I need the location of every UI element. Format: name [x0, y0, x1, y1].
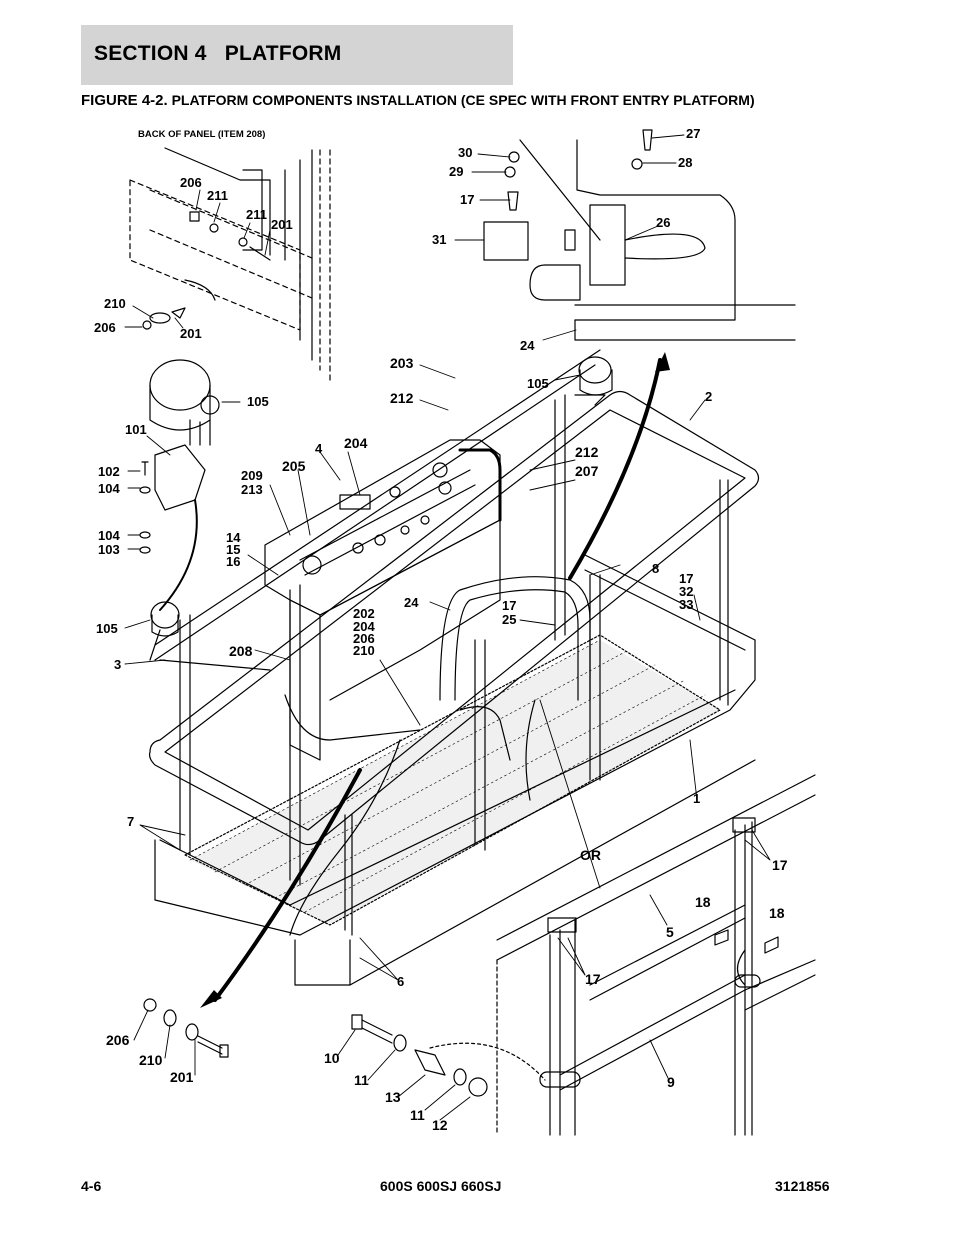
callout-10: 10 [324, 1050, 340, 1066]
joystick-detail [483, 129, 796, 341]
figure-number: FIGURE 4-2. [81, 92, 168, 109]
callout-11: 11 [410, 1107, 425, 1123]
callout-30: 30 [458, 145, 472, 160]
callout-6: 6 [397, 974, 404, 989]
callout-210: 210 [104, 296, 126, 311]
callout-201: 201 [180, 326, 202, 341]
section-title: SECTION 4 PLATFORM [94, 42, 342, 65]
callout-18: 18 [695, 894, 711, 910]
callout-201: 201 [271, 217, 293, 232]
callout-24: 24 [520, 338, 535, 353]
callout-206: 206 [353, 631, 375, 646]
figure-caption: FIGURE 4-2. PLATFORM COMPONENTS INSTALLA… [81, 92, 755, 109]
callout-210: 210 [139, 1052, 163, 1068]
callout-206: 206 [180, 175, 202, 190]
callout-7: 7 [127, 814, 134, 829]
beacon-right [574, 356, 613, 406]
callout-31: 31 [432, 232, 446, 247]
callout-3: 3 [114, 657, 121, 672]
callout-5: 5 [666, 924, 674, 940]
model-numbers: 600S 600SJ 660SJ [380, 1178, 502, 1194]
gate-detail [496, 774, 816, 1136]
callout-27: 27 [686, 126, 700, 141]
callout-32: 32 [679, 584, 693, 599]
arrow-beacon [159, 499, 198, 611]
beacon-bottom-left [150, 601, 180, 637]
callout-204: 204 [344, 435, 368, 451]
callout-104: 104 [98, 481, 120, 496]
callout-103: 103 [98, 542, 120, 557]
callout-29: 29 [449, 164, 463, 179]
callout-102: 102 [98, 464, 120, 479]
document-number: 3121856 [775, 1178, 830, 1194]
hardware-gate-pin [351, 1014, 546, 1097]
callout-17: 17 [585, 971, 601, 987]
callout-210: 210 [353, 643, 375, 658]
callout-203: 203 [390, 355, 414, 371]
callout-105: 105 [247, 394, 269, 409]
callout-17: 17 [502, 598, 516, 613]
callout-12: 12 [432, 1117, 448, 1133]
leader-lines [124, 134, 771, 1121]
section-header: SECTION 4 PLATFORM [81, 25, 513, 85]
page-number: 4-6 [81, 1178, 102, 1194]
panel-back-detail [129, 147, 331, 381]
panel-back-label: BACK OF PANEL (ITEM 208) [138, 129, 265, 140]
callout-24: 24 [404, 595, 419, 610]
callout-208: 208 [229, 643, 253, 659]
callout-13: 13 [385, 1089, 401, 1105]
callout-16: 16 [226, 554, 240, 569]
callout-17: 17 [460, 192, 474, 207]
hardware-bottom-left [143, 998, 229, 1058]
callout-213: 213 [241, 482, 263, 497]
or-label: OR [580, 847, 601, 863]
callout-17: 17 [679, 571, 693, 586]
callout-28: 28 [678, 155, 692, 170]
callout-212: 212 [575, 444, 599, 460]
callout-18: 18 [769, 905, 785, 921]
callout-1: 1 [693, 791, 700, 806]
callout-105: 105 [96, 621, 118, 636]
platform-basket [148, 349, 760, 986]
callout-17: 17 [772, 857, 788, 873]
callout-211: 211 [246, 207, 267, 222]
callout-211: 211 [207, 188, 228, 203]
callout-8: 8 [652, 561, 659, 576]
callout-201: 201 [170, 1069, 194, 1085]
callout-204: 204 [353, 619, 375, 634]
callout-105: 105 [527, 376, 549, 391]
callout-206: 206 [106, 1032, 130, 1048]
callout-101: 101 [125, 422, 147, 437]
callout-15: 15 [226, 542, 240, 557]
callout-2: 2 [705, 389, 712, 404]
callout-33: 33 [679, 597, 693, 612]
arrow-to-hardware [213, 768, 362, 1002]
callout-207: 207 [575, 463, 599, 479]
callout-9: 9 [667, 1074, 675, 1090]
callout-14: 14 [226, 530, 241, 545]
callout-202: 202 [353, 606, 375, 621]
callout-11: 11 [354, 1072, 369, 1088]
callout-25: 25 [502, 612, 516, 627]
callout-206: 206 [94, 320, 116, 335]
figure-title: PLATFORM COMPONENTS INSTALLATION (CE SPE… [171, 92, 755, 108]
callout-209: 209 [241, 468, 263, 483]
callout-212: 212 [390, 390, 414, 406]
callout-4: 4 [315, 441, 323, 456]
callout-205: 205 [282, 458, 306, 474]
beacon-left [149, 359, 220, 446]
callout-104: 104 [98, 528, 120, 543]
arrow-to-joystick [568, 358, 662, 580]
callout-26: 26 [656, 215, 670, 230]
